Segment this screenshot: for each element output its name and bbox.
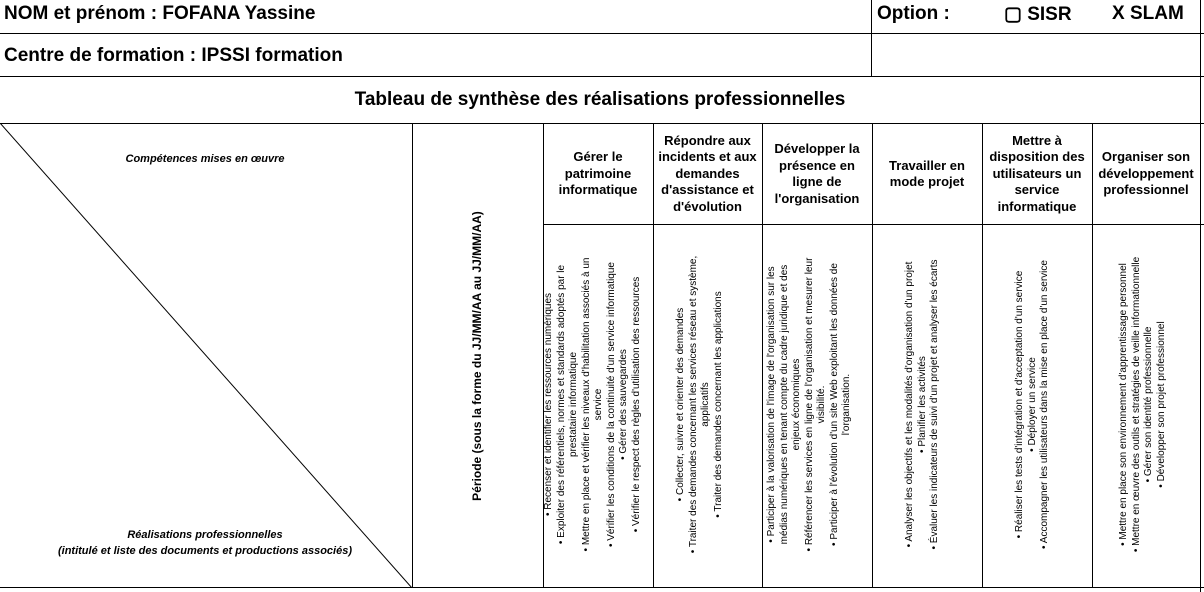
activity-list: • Mettre en place son environnement d'ap… [1118,256,1167,553]
row-divider [0,76,1204,77]
periode-header: Période (sous la forme du JJ/MM/AA au JJ… [470,211,484,501]
option-label: Option : [877,3,950,24]
diagonal-divider [0,123,413,588]
activity-list: • Réaliser les tests d'intégration et d'… [1014,260,1050,549]
row-divider [0,123,1204,124]
col-divider [1092,123,1093,588]
row-divider [0,33,1204,34]
col-divider [543,123,544,588]
col-divider [412,123,413,588]
competences-label: Compétences mises en œuvre [125,153,285,165]
col-divider [871,0,872,76]
activity-list: • Recenser et identifier les ressources … [543,257,642,552]
option-slam-checkbox[interactable]: X SLAM [1112,3,1184,24]
activity-list: • Analyser les objectifs et les modalité… [904,259,940,550]
col-divider [1200,0,1201,592]
col-divider [982,123,983,588]
row-divider [0,587,1204,588]
realisations-label: Réalisations professionnelles (intitulé … [57,529,352,557]
col-divider [653,123,654,588]
training-centre: Centre de formation : IPSSI formation [4,45,343,66]
activity-list: • Collecter, suivre et orienter des dema… [675,255,724,554]
row-divider [543,224,1204,225]
page-title: Tableau de synthèse des réalisations pro… [354,89,846,110]
activity-list: • Participer à la valorisation de l'imag… [766,257,852,552]
col-divider [872,123,873,588]
col-divider [762,123,763,588]
candidate-name: NOM et prénom : FOFANA Yassine [4,3,316,24]
option-sisr-checkbox[interactable]: ▢ SISR [1004,4,1072,25]
